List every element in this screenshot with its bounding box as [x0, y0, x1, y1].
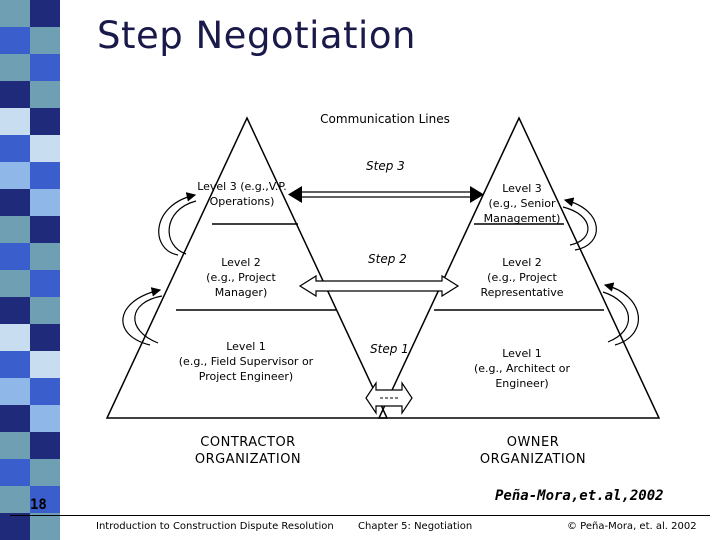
strip-tile [0, 486, 30, 513]
footer-chapter: Chapter 5: Negotiation [358, 521, 473, 532]
strip-tile [30, 324, 60, 351]
contractor-level3-line2: Operations) [209, 195, 275, 208]
strip-tile [0, 189, 30, 216]
strip-tile [30, 297, 60, 324]
contractor-level1-line2: (e.g., Field Supervisor or [178, 355, 314, 368]
page-number: 18 [30, 497, 47, 513]
strip-tile [30, 378, 60, 405]
decorative-side-strip [0, 0, 60, 540]
strip-tile [0, 0, 30, 27]
strip-tile [30, 189, 60, 216]
contractor-escalation-arrow-upper [158, 192, 197, 256]
owner-level2-label: Level 2 (e.g., Project Representative [462, 255, 582, 300]
contractor-level3-line1: Level 3 (e.g.,V.P. [197, 180, 287, 193]
strip-tile [0, 81, 30, 108]
strip-tile [0, 378, 30, 405]
strip-tile [30, 162, 60, 189]
contractor-organization-label: CONTRACTOR ORGANIZATION [168, 434, 328, 468]
strip-tile [0, 54, 30, 81]
citation: Peña-Mora,et.al,2002 [495, 488, 664, 504]
step2-arrow [298, 274, 460, 298]
contractor-level3-label: Level 3 (e.g.,V.P. Operations) [182, 179, 302, 209]
owner-escalation-arrow-upper [562, 197, 597, 251]
contractor-name-line1: CONTRACTOR [200, 435, 296, 450]
footer-course: Introduction to Construction Dispute Res… [96, 521, 334, 532]
strip-tile [0, 351, 30, 378]
strip-tile [0, 513, 30, 540]
owner-level2-line2: (e.g., Project [487, 271, 557, 284]
contractor-level1-line3: Project Engineer) [198, 370, 294, 383]
owner-level1-label: Level 1 (e.g., Architect or Engineer) [457, 346, 587, 391]
strip-tile [30, 135, 60, 162]
strip-tile [0, 459, 30, 486]
strip-tile [30, 513, 60, 540]
strip-tile [30, 27, 60, 54]
owner-level3-label: Level 3 (e.g., Senior Management) [472, 181, 572, 226]
strip-tile [0, 135, 30, 162]
strip-tile [0, 27, 30, 54]
owner-level1-line3: Engineer) [495, 377, 549, 390]
contractor-pyramid [105, 116, 389, 419]
strip-tile [0, 108, 30, 135]
step1-label: Step 1 [370, 342, 409, 356]
strip-tile [0, 324, 30, 351]
owner-pyramid [377, 116, 661, 419]
contractor-level2-line3: Manager) [214, 286, 268, 299]
strip-tile [30, 81, 60, 108]
strip-tile [0, 162, 30, 189]
owner-name-line2: ORGANIZATION [479, 452, 587, 467]
contractor-name-line2: ORGANIZATION [194, 452, 302, 467]
owner-level3-line2: (e.g., Senior [488, 197, 556, 210]
communication-lines-label: Communication Lines [320, 112, 450, 126]
strip-tile [30, 0, 60, 27]
strip-tile [0, 216, 30, 243]
strip-tile [0, 270, 30, 297]
strip-tile [0, 432, 30, 459]
owner-level2-line3: Representative [480, 286, 564, 299]
strip-tile [30, 108, 60, 135]
owner-level1-line2: (e.g., Architect or [473, 362, 571, 375]
contractor-escalation-arrow-lower [122, 287, 163, 346]
contractor-level2-line2: (e.g., Project [206, 271, 276, 284]
contractor-level1-line1: Level 1 [226, 340, 266, 353]
contractor-level2-label: Level 2 (e.g., Project Manager) [181, 255, 301, 300]
footer-divider [10, 515, 710, 516]
strip-tile [30, 54, 60, 81]
strip-tile [0, 297, 30, 324]
owner-level3-line3: Management) [483, 212, 561, 225]
owner-name-line1: OWNER [506, 435, 560, 450]
owner-escalation-arrow-lower [602, 282, 639, 346]
strip-tile [30, 486, 60, 513]
slide-title: Step Negotiation [97, 14, 416, 57]
strip-tile [30, 459, 60, 486]
owner-level1-line1: Level 1 [502, 347, 542, 360]
footer-copyright: © Peña-Mora, et. al. 2002 [567, 521, 697, 532]
strip-tile [30, 270, 60, 297]
strip-tile [0, 405, 30, 432]
owner-organization-label: OWNER ORGANIZATION [458, 434, 608, 468]
owner-level2-line1: Level 2 [502, 256, 542, 269]
strip-tile [30, 432, 60, 459]
owner-level3-line1: Level 3 [502, 182, 542, 195]
step3-label: Step 3 [366, 159, 405, 173]
strip-tile [30, 216, 60, 243]
contractor-level2-line1: Level 2 [221, 256, 261, 269]
step3-arrow [288, 186, 484, 203]
strip-tile [30, 243, 60, 270]
strip-tile [30, 405, 60, 432]
step1-arrow [365, 381, 413, 415]
step2-label: Step 2 [368, 252, 407, 266]
strip-tile [30, 351, 60, 378]
contractor-level1-label: Level 1 (e.g., Field Supervisor or Proje… [166, 339, 326, 384]
strip-tile [0, 243, 30, 270]
